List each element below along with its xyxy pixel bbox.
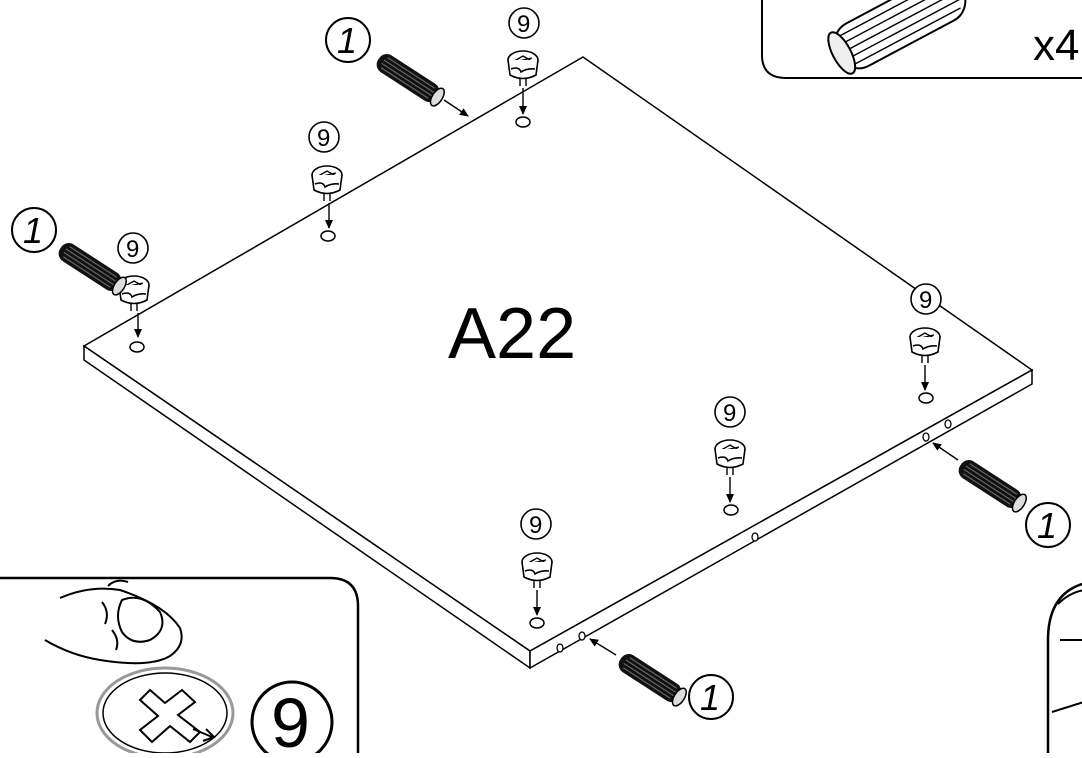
svg-text:1: 1 [23, 210, 43, 251]
cam-lock-fitting [118, 275, 150, 338]
insert-arrow [443, 99, 469, 117]
svg-text:9: 9 [517, 11, 530, 38]
cam-lock-top-detail [95, 666, 235, 758]
part-callout: 9 [117, 232, 149, 264]
dowel [614, 649, 690, 709]
cam-press-detail-inset: 9 [0, 576, 360, 758]
quantity-label: x4 [1033, 21, 1079, 70]
cam-lock-fitting [521, 552, 553, 616]
svg-text:9: 9 [126, 236, 139, 263]
cam-lock-fitting [507, 50, 539, 115]
part-callout: 9 [910, 283, 942, 315]
part-callout: 1 [688, 674, 734, 720]
svg-text:9: 9 [919, 287, 932, 314]
part-callout: 9 [508, 7, 540, 39]
svg-text:9: 9 [317, 125, 330, 152]
svg-text:1: 1 [1037, 505, 1057, 546]
detail-callout: 9 [250, 680, 334, 758]
svg-text:1: 1 [700, 677, 720, 718]
edge-holes [556, 419, 952, 653]
insert-arrow [589, 638, 617, 656]
part-callout: 9 [308, 121, 340, 153]
cam-lock-fitting [909, 327, 941, 391]
svg-text:1: 1 [337, 20, 357, 61]
cam-lock-fitting [311, 165, 343, 229]
partial-inset [1046, 582, 1082, 758]
svg-text:9: 9 [529, 512, 542, 539]
dowel [954, 455, 1030, 515]
cam-holes [129, 116, 934, 629]
panel-right-edge [529, 368, 1033, 670]
svg-text:9: 9 [271, 684, 310, 753]
panel-label: A22 [448, 294, 576, 374]
part-callout: 9 [714, 396, 746, 428]
part-callout: 1 [1025, 502, 1071, 548]
panel-a22: A22 [82, 56, 1034, 670]
dowel-quantity-inset: x4 [761, 0, 1082, 79]
part-callout: 1 [325, 17, 371, 63]
svg-text:9: 9 [723, 400, 736, 427]
thumb-illustration [44, 579, 183, 665]
cam-lock-fitting [714, 439, 746, 503]
insert-arrow [932, 442, 959, 461]
dowel [372, 49, 448, 109]
dowel-detail [827, 0, 967, 75]
part-callout: 9 [520, 508, 552, 540]
part-callout: 1 [11, 207, 57, 253]
